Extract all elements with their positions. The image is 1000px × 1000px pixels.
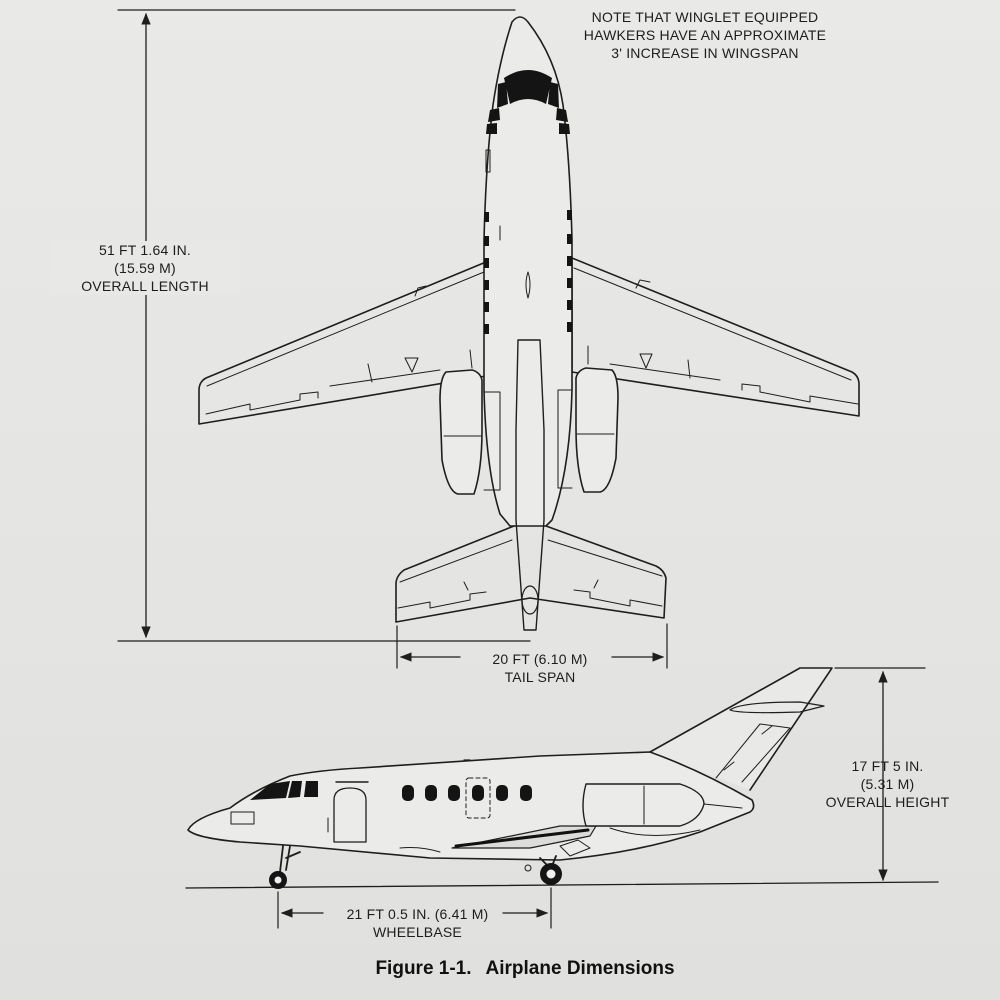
- overall-height-label: 17 FT 5 IN. (5.31 M) OVERALL HEIGHT: [795, 757, 980, 811]
- figure-title: Airplane Dimensions: [485, 958, 675, 979]
- side-view: [185, 667, 939, 929]
- winglet-note: NOTE THAT WINGLET EQUIPPED HAWKERS HAVE …: [540, 8, 870, 62]
- tail-span-caption: TAIL SPAN: [504, 669, 576, 685]
- winglet-note-line-2: HAWKERS HAVE AN APPROXIMATE: [583, 27, 827, 43]
- figure-caption: Figure 1-1. Airplane Dimensions: [0, 958, 1000, 980]
- horizontal-stabilizer: [395, 525, 667, 623]
- left-engine-nacelle: [439, 369, 483, 495]
- windscreen: [250, 781, 290, 800]
- entry-door: [333, 787, 367, 843]
- emergency-exit: [465, 777, 491, 819]
- right-wing: [571, 257, 860, 417]
- cabin-windows-top: [484, 210, 572, 334]
- tail-span-value: 20 FT (6.10 M): [492, 651, 588, 667]
- right-engine-nacelle: [575, 367, 619, 493]
- cockpit-windows: [486, 70, 570, 134]
- wheelbase-value: 21 FT 0.5 IN. (6.41 M): [346, 906, 489, 922]
- vertical-tail-side: [649, 667, 833, 791]
- winglet-note-line-1: NOTE THAT WINGLET EQUIPPED: [591, 9, 819, 25]
- vertical-fin-top: [515, 339, 545, 631]
- winglet-note-line-3: 3' INCREASE IN WINGSPAN: [611, 45, 799, 61]
- figure-number: Figure 1-1.: [375, 958, 472, 979]
- fuselage-side: [187, 751, 755, 861]
- tailplane-side: [729, 701, 825, 714]
- overall-length-meters: (15.59 M): [114, 260, 176, 276]
- tail-span-label: 20 FT (6.10 M) TAIL SPAN: [455, 650, 625, 686]
- ground-line: [185, 881, 939, 889]
- overall-length-feet: 51 FT 1.64 IN.: [98, 242, 192, 258]
- overall-length-caption: OVERALL LENGTH: [81, 278, 209, 294]
- overall-height-caption: OVERALL HEIGHT: [825, 794, 950, 810]
- cabin-windows-side: [402, 785, 532, 801]
- wheelbase-caption: WHEELBASE: [373, 924, 462, 940]
- overall-height-feet: 17 FT 5 IN.: [851, 758, 924, 774]
- nose-gear: [279, 845, 301, 873]
- overall-length-label: 51 FT 1.64 IN. (15.59 M) OVERALL LENGTH: [50, 241, 240, 295]
- left-wing: [198, 261, 487, 425]
- wheelbase-label: 21 FT 0.5 IN. (6.41 M) WHEELBASE: [305, 905, 530, 941]
- overall-height-meters: (5.31 M): [860, 776, 915, 792]
- top-view: [117, 9, 860, 669]
